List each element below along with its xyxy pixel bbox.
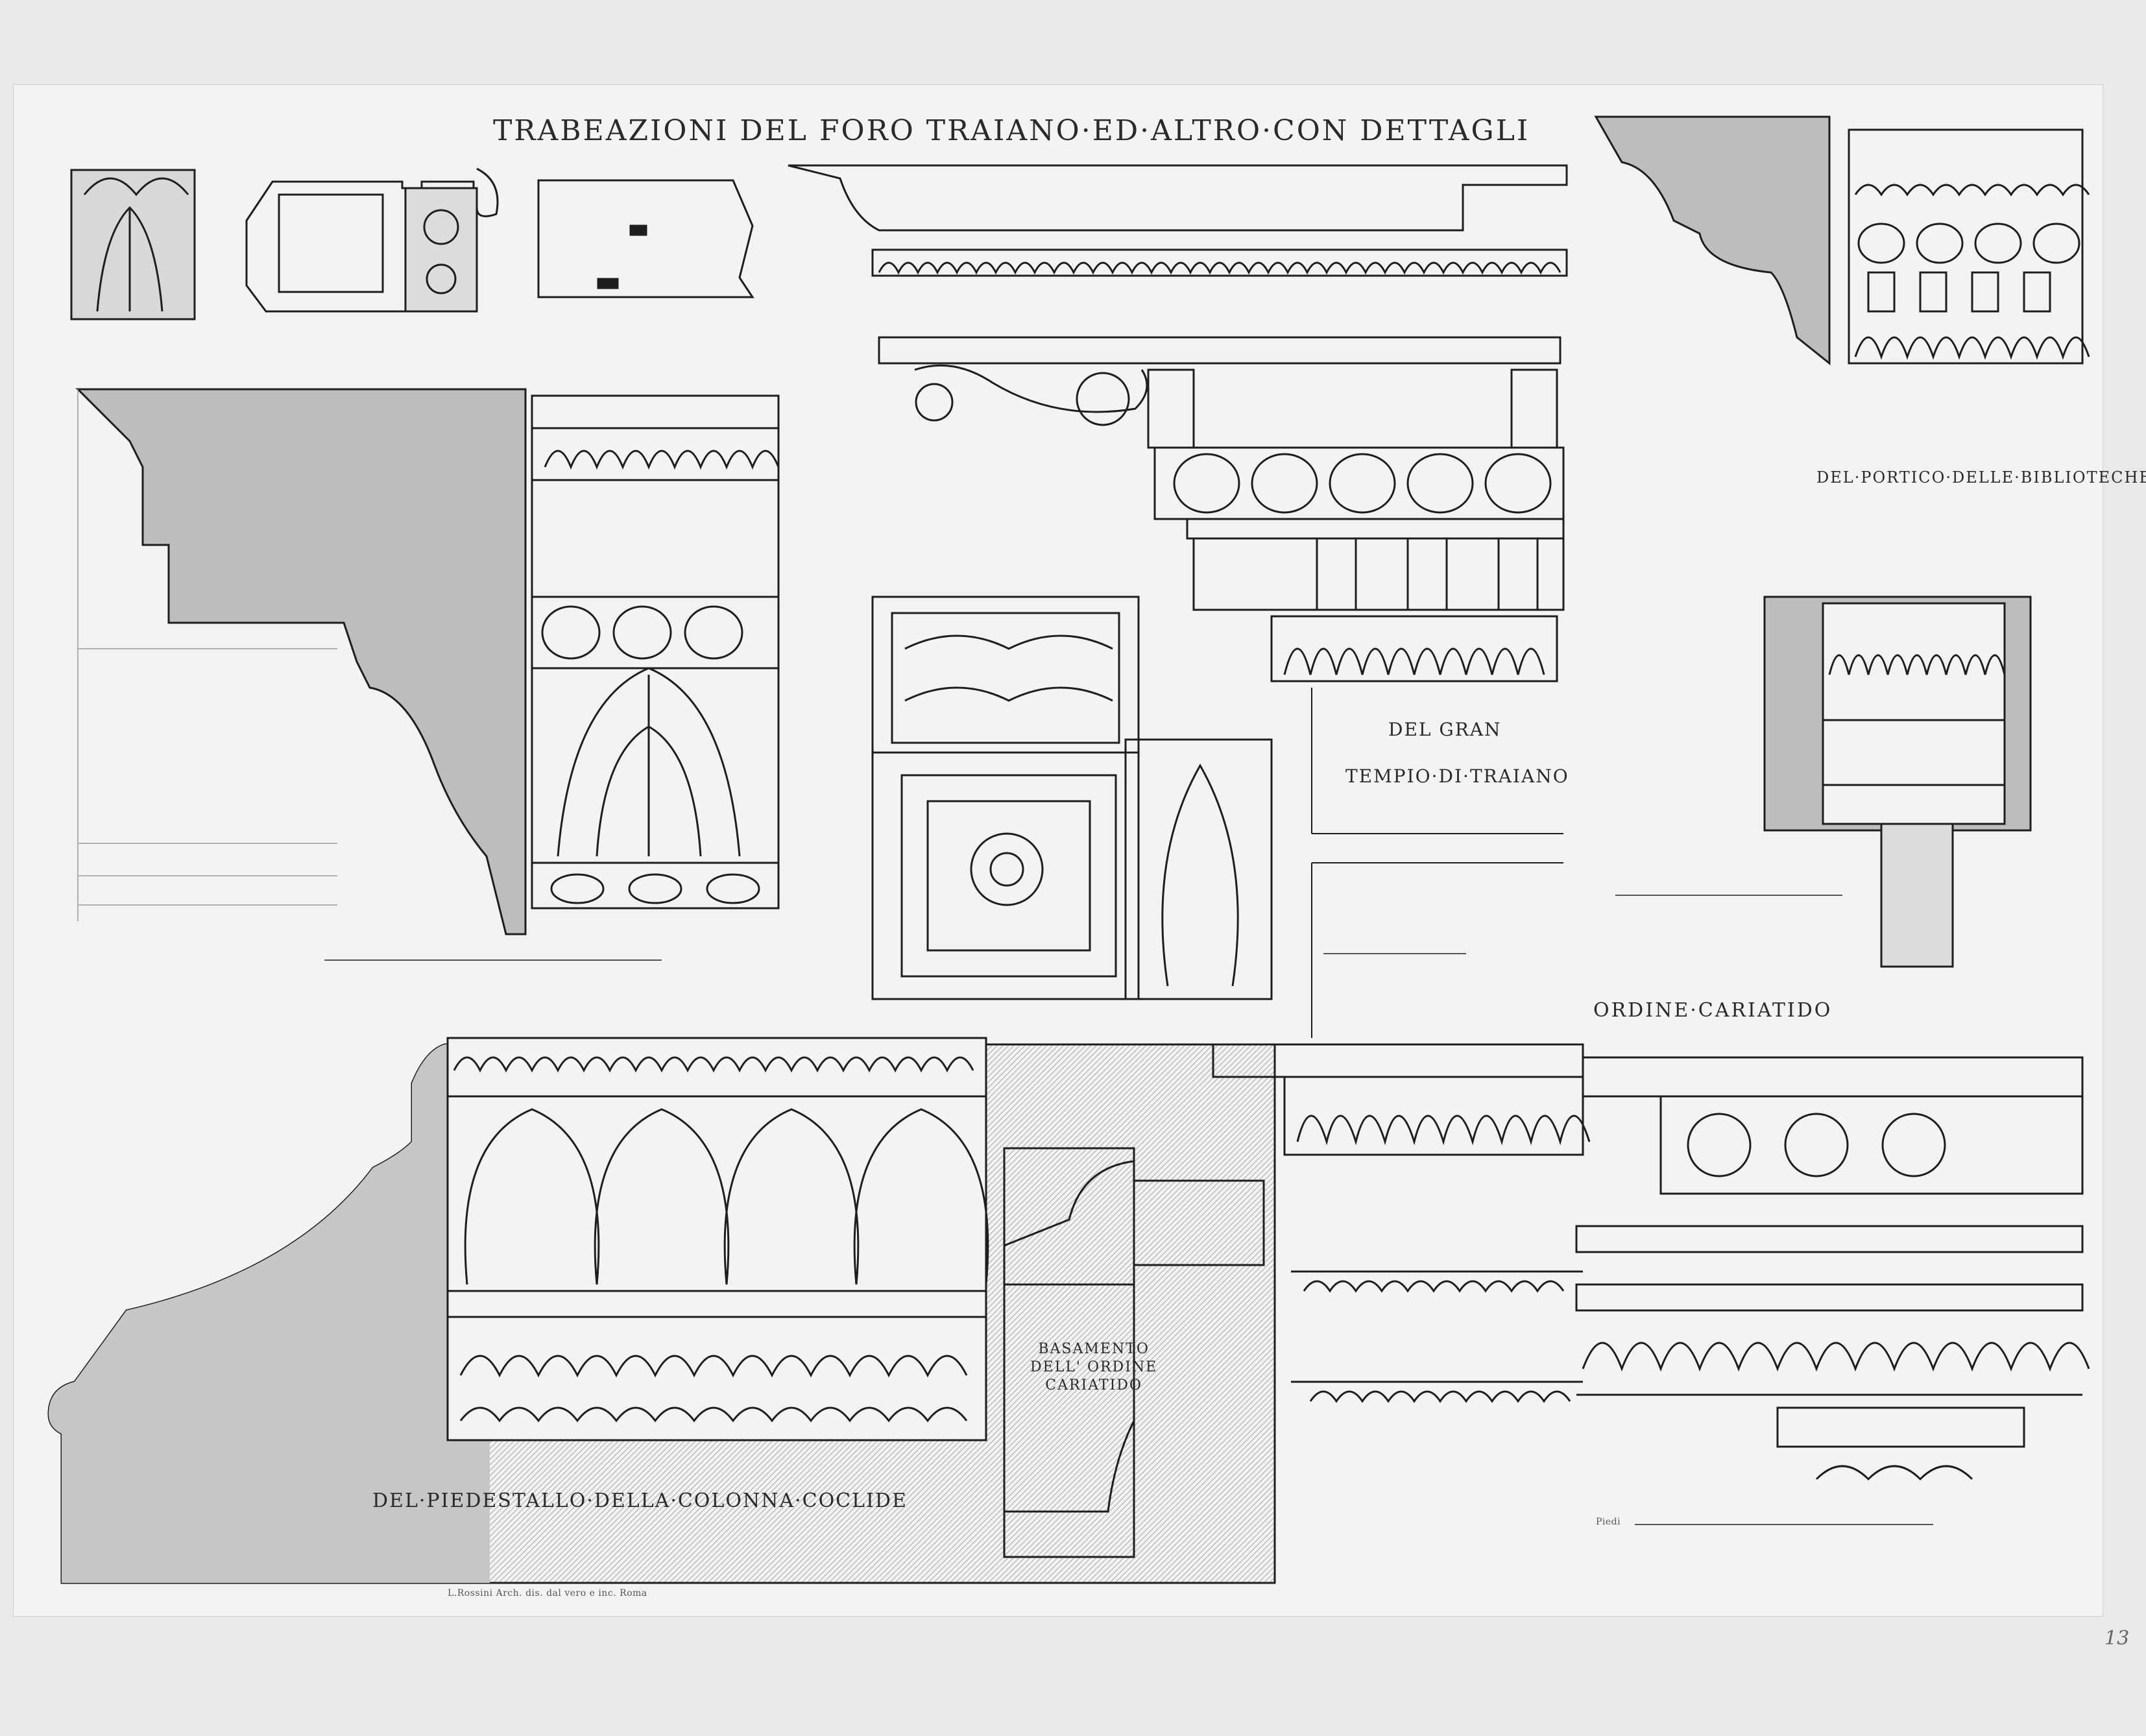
caption-frame-gran-tempio — [1311, 688, 1563, 1038]
block-fragment — [537, 179, 754, 298]
scale-label: Piedi — [1596, 1517, 1621, 1527]
caption-portico: DEL·PORTICO·DELLE·BIBLIOTECHE — [1816, 468, 2146, 487]
cornice-portico-elevation — [1848, 128, 2090, 365]
caption-basamento-line3: CARIATIDO — [1045, 1377, 1142, 1393]
cornice-cariatido-left — [1212, 1043, 1591, 1403]
capital-fragment — [70, 169, 196, 320]
cornice-central — [788, 164, 1568, 682]
cornice-profile-left — [75, 388, 527, 935]
console-fragment — [245, 167, 499, 313]
caption-piedestallo: DEL·PIEDESTALLO·DELLA·COLONNA·COCLIDE — [372, 1489, 908, 1512]
soffit-coffer — [871, 596, 1273, 1000]
caption-tempio: TEMPIO·DI·TRAIANO — [1345, 766, 1569, 787]
capital-portico — [1763, 596, 2032, 968]
caption-basamento-line1: BASAMENTO — [1038, 1341, 1150, 1357]
engraver-signature: L.Rossini Arch. dis. dal vero e inc. Rom… — [448, 1588, 647, 1598]
caption-gran: DEL GRAN — [1388, 719, 1502, 740]
basamento-profile — [1003, 1147, 1265, 1558]
cornice-portico-profile — [1594, 115, 1831, 366]
cornice-elevation-left — [531, 394, 780, 910]
pedestal-elevation — [446, 1037, 989, 1441]
page-number: 13 — [2104, 1627, 2130, 1650]
caption-basamento-line2: DELL' ORDINE — [1030, 1359, 1158, 1375]
cornice-cariatido-right — [1575, 1056, 2090, 1481]
caption-basamento: BASAMENTO DELL' ORDINE CARIATIDO — [1030, 1340, 1157, 1395]
scale-bars — [324, 895, 1933, 1525]
caption-ordine-cariatido: ORDINE·CARIATIDO — [1593, 999, 1833, 1022]
plate-title: TRABEAZIONI DEL FORO TRAIANO·ED·ALTRO·CO… — [493, 114, 1530, 147]
